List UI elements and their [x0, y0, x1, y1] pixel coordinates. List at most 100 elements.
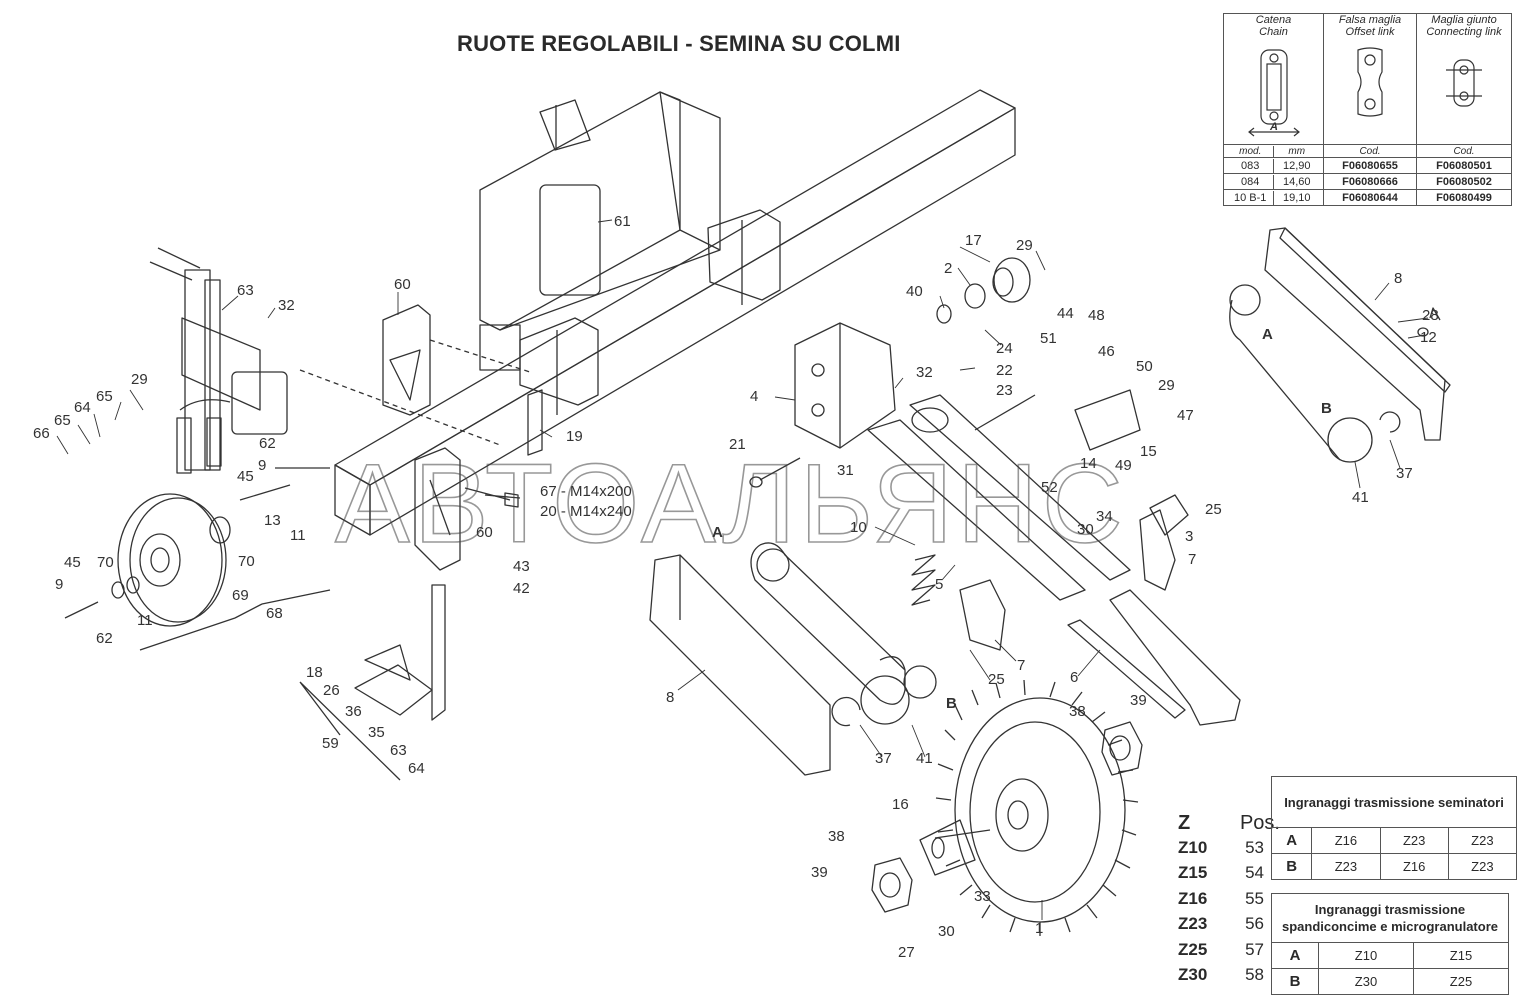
- callout-64a: 64: [74, 399, 91, 416]
- callout-49: 49: [1115, 457, 1132, 474]
- callout-65a: 65: [96, 388, 113, 405]
- callout-65b: 65: [54, 412, 71, 429]
- page-title: RUOTE REGOLABILI - SEMINA SU COLMI: [457, 31, 901, 56]
- callout-52: 52: [1041, 479, 1058, 496]
- seeder-gear-row: A Z16 Z23 Z23: [1270, 827, 1517, 854]
- callout-9a: 9: [258, 457, 266, 474]
- callout-50: 50: [1136, 358, 1153, 375]
- drive-wheel: [934, 679, 1139, 936]
- main-beam: [334, 89, 1016, 536]
- callout-B-left: B: [946, 695, 957, 712]
- callout-44: 44: [1057, 305, 1074, 322]
- callout-10: 10: [850, 519, 867, 536]
- callout-2: 2: [944, 260, 952, 277]
- callout-13: 13: [264, 512, 281, 529]
- callout-30a: 30: [1077, 521, 1094, 538]
- callout-32b: 32: [916, 364, 933, 381]
- watermark: АВТОАЛЬЯНС: [335, 441, 1127, 566]
- callout-51: 51: [1040, 330, 1057, 347]
- callout-B-right: B: [1321, 400, 1332, 417]
- bracket-60-upper: [382, 304, 431, 416]
- chain-guard-left: [649, 554, 831, 776]
- bracket-60-lower: [414, 447, 461, 571]
- callout-63b: 63: [390, 742, 407, 759]
- offset-link-icon: [1357, 47, 1383, 117]
- callout-11b: 11: [137, 612, 153, 629]
- callout-40: 40: [906, 283, 923, 300]
- callout-67: 67 - M14x200: [540, 483, 632, 500]
- callout-6: 6: [1070, 669, 1078, 686]
- chain-guard-right: [1229, 227, 1451, 463]
- callout-4: 4: [750, 388, 758, 405]
- callout-32a: 32: [278, 297, 295, 314]
- wheel-arm: [867, 394, 1131, 601]
- callout-46: 46: [1098, 343, 1115, 360]
- callout-1: 1: [1035, 920, 1043, 937]
- callout-70b: 70: [97, 554, 114, 571]
- beam-clamps: [519, 209, 781, 415]
- callout-27: 27: [898, 944, 915, 961]
- coulter-assembly: [299, 584, 446, 781]
- callout-20: 20 - M14x240: [540, 503, 632, 520]
- callout-64b: 64: [408, 760, 425, 777]
- hitch-plate: [479, 91, 721, 371]
- callout-28: 28: [1422, 307, 1439, 324]
- bearing-set-top: [936, 257, 1031, 324]
- callout-38a: 38: [1069, 703, 1086, 720]
- callout-18: 18: [306, 664, 323, 681]
- callout-60a: 60: [394, 276, 411, 293]
- callout-3: 3: [1185, 528, 1193, 545]
- marker-bracket: [149, 247, 288, 474]
- callout-16: 16: [892, 796, 909, 813]
- callout-31: 31: [837, 462, 854, 479]
- callout-37b: 37: [1396, 465, 1413, 482]
- callout-21: 21: [729, 436, 746, 453]
- svg-text:A: A: [1269, 121, 1278, 133]
- callout-68: 68: [266, 605, 283, 622]
- callout-5: 5: [935, 576, 943, 593]
- callout-25a: 25: [1205, 501, 1222, 518]
- callout-43: 43: [513, 558, 530, 575]
- callout-15: 15: [1140, 443, 1157, 460]
- callout-12: 12: [1420, 329, 1437, 346]
- callout-41a: 41: [916, 750, 933, 767]
- callout-42: 42: [513, 580, 530, 597]
- callout-30b: 30: [938, 923, 955, 940]
- callout-45a: 45: [237, 468, 254, 485]
- callout-60b: 60: [476, 524, 493, 541]
- callout-47: 47: [1177, 407, 1194, 424]
- depth-rail: [1067, 589, 1241, 726]
- callout-A-right: A: [1262, 326, 1273, 343]
- callout-59: 59: [322, 735, 339, 752]
- callout-8b: 8: [1394, 270, 1402, 287]
- callout-7b: 7: [1017, 657, 1025, 674]
- fertilizer-gear-row: A Z10 Z15: [1271, 942, 1509, 969]
- callout-9b: 9: [55, 576, 63, 593]
- callout-45b: 45: [64, 554, 81, 571]
- callout-22: 22: [996, 362, 1013, 379]
- callout-66: 66: [33, 425, 50, 442]
- callout-39b: 39: [811, 864, 828, 881]
- callout-35: 35: [368, 724, 385, 741]
- seeder-gear-row: B Z23 Z16 Z23: [1270, 853, 1517, 880]
- callout-39a: 39: [1130, 692, 1147, 709]
- callout-29a: 29: [131, 371, 148, 388]
- callout-48: 48: [1088, 307, 1105, 324]
- fertilizer-gear-row: B Z30 Z25: [1271, 968, 1509, 995]
- callout-33: 33: [974, 888, 991, 905]
- callout-29b: 29: [1016, 237, 1033, 254]
- callout-37a: 37: [875, 750, 892, 767]
- callout-38b: 38: [828, 828, 845, 845]
- callout-7a: 7: [1188, 551, 1196, 568]
